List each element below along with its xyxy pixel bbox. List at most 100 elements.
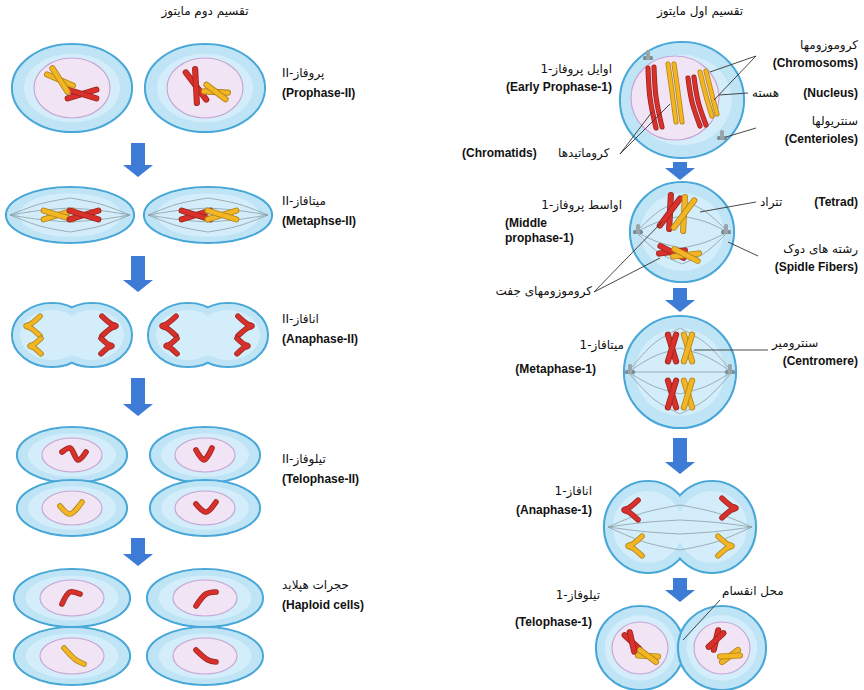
cell-shape xyxy=(148,570,262,626)
nucleus xyxy=(167,58,243,118)
cell-shape xyxy=(150,480,260,536)
leader-line xyxy=(714,56,756,100)
chromosome xyxy=(674,200,694,227)
chromosome-outline xyxy=(70,211,99,220)
part-label: کروموزومها xyxy=(800,38,858,53)
nucleus xyxy=(42,438,102,472)
spindle-fibers xyxy=(628,328,732,414)
centriole xyxy=(721,224,731,234)
cell xyxy=(147,627,263,685)
chromosome-outline xyxy=(668,381,676,408)
cell-shape xyxy=(18,481,126,535)
leader-line xyxy=(728,242,758,256)
nucleus xyxy=(175,438,235,472)
cell-shape xyxy=(12,44,132,132)
chromosome xyxy=(668,381,676,408)
cell-shape xyxy=(26,633,119,678)
chromosome xyxy=(62,592,80,604)
cell-shape xyxy=(145,188,271,242)
chromosome xyxy=(668,381,676,408)
chromosome xyxy=(102,316,116,336)
cell xyxy=(596,606,684,690)
stage-label: (Early Prophase-1) xyxy=(506,80,612,95)
stage-label: (Metaphse-II) xyxy=(282,214,356,229)
chromosome-outline xyxy=(195,69,197,103)
chromosome-outline xyxy=(70,211,99,220)
chromosome xyxy=(718,536,732,556)
chromosome-outline xyxy=(237,338,248,353)
chromosome xyxy=(668,335,676,362)
nucleus xyxy=(34,58,110,118)
chromosome-outline xyxy=(684,381,692,408)
part-label: (Chromatids) xyxy=(462,146,537,161)
part-label: محل انقسام xyxy=(722,584,784,599)
chromosome-outline xyxy=(64,648,84,664)
cell-shape xyxy=(6,187,134,243)
cell xyxy=(150,427,260,483)
step-arrow xyxy=(665,438,695,474)
chromosome xyxy=(684,381,692,408)
centriole xyxy=(633,224,643,234)
chromosome xyxy=(237,338,248,353)
cell-shape xyxy=(26,575,119,620)
stage-label: (Telophase-1) xyxy=(515,615,592,630)
chromosome xyxy=(196,592,216,606)
chromosome xyxy=(709,633,724,647)
nucleus xyxy=(173,638,237,674)
stage-label: (Haploid cells) xyxy=(282,598,364,613)
cell-shape xyxy=(24,54,120,123)
cell xyxy=(147,569,263,627)
stage-label: (Middle prophase-1) xyxy=(505,216,597,246)
cell-shape xyxy=(157,193,259,237)
leader-line xyxy=(620,104,670,154)
cell-shape xyxy=(679,607,765,689)
cell xyxy=(630,182,734,282)
cell xyxy=(12,44,132,132)
chromosome-outline xyxy=(668,335,676,362)
cell-shape xyxy=(678,606,766,690)
cell-shape xyxy=(147,569,263,627)
chromosome-outline xyxy=(630,632,635,651)
chromosome xyxy=(684,335,692,362)
cell-shape xyxy=(677,491,747,563)
cell-shape xyxy=(613,491,683,563)
cell-shape xyxy=(147,627,263,685)
stage-label: (Prophase-II) xyxy=(282,86,355,101)
chromosome-outline xyxy=(674,200,694,227)
stage-label: تیلوفاز-1 xyxy=(556,588,600,603)
cell-shape xyxy=(630,182,734,282)
cell-shape xyxy=(13,45,131,131)
chromosome xyxy=(668,335,676,362)
chromosome xyxy=(208,211,237,220)
nucleus xyxy=(40,638,104,674)
centriole xyxy=(625,364,635,374)
part-label: تتراد xyxy=(760,195,782,210)
stage-label: میتافاز-1 xyxy=(580,338,624,353)
stage-label: تیلوفاز-II xyxy=(282,452,326,467)
leader-line xyxy=(719,93,748,95)
stage-label: (Anaphase-II) xyxy=(282,332,358,347)
nucleus xyxy=(694,622,750,674)
cell-shape xyxy=(625,317,735,427)
leader-line xyxy=(620,112,652,154)
chromosome xyxy=(64,648,84,664)
part-label: کروماتیدها xyxy=(558,146,609,161)
chromosome xyxy=(26,316,40,336)
cell-shape xyxy=(621,43,743,157)
step-arrow xyxy=(123,378,153,416)
cell xyxy=(144,187,272,243)
step-arrow xyxy=(665,288,695,312)
stage-label: اوایل پروفاز-1 xyxy=(540,62,612,77)
cell-shape xyxy=(144,187,272,243)
chromosome xyxy=(206,85,225,99)
cell-shape xyxy=(15,570,129,626)
chromosome xyxy=(674,249,697,261)
chromosome-outline xyxy=(640,650,656,662)
cell-shape xyxy=(18,428,126,482)
cell-shape xyxy=(605,615,675,681)
cell xyxy=(604,481,756,573)
part-label: هسته xyxy=(752,86,779,101)
stage-label: انافاز-II xyxy=(282,312,319,327)
cell-shape xyxy=(17,427,127,483)
